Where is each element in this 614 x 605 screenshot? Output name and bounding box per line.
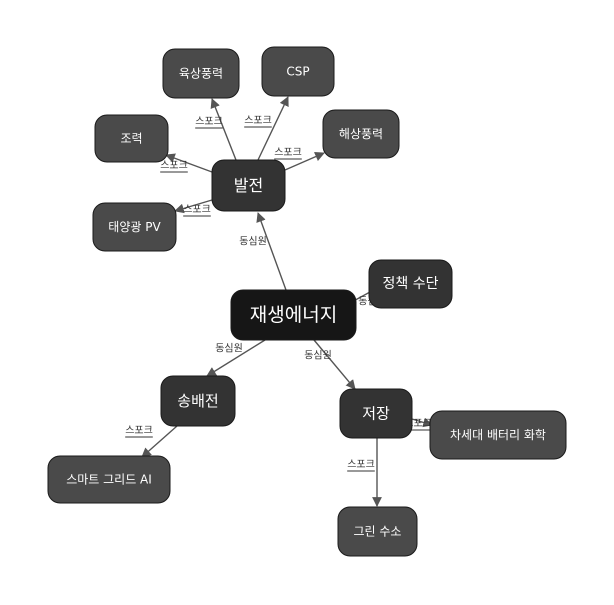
node-storage[interactable]: 저장 <box>339 388 413 439</box>
node-tidal[interactable]: 조력 <box>94 114 169 163</box>
node-onshore-label: 육상풍력 <box>179 67 223 81</box>
edge-labels: 동심원 동심원 동심원 동심원 스포크 스포크 스포크 스포크 스포크 스포크 … <box>125 115 432 471</box>
nodes: 재생에너지 발전 정책 수단 송배전 저장 육상풍력 CSP 조 <box>47 46 567 557</box>
node-offshore[interactable]: 해상풍력 <box>322 109 400 159</box>
edge-label-center-storage: 동심원 <box>304 350 332 362</box>
node-csp-label: CSP <box>286 65 309 79</box>
edges <box>141 96 433 507</box>
edge-power-csp <box>257 96 289 161</box>
node-smartgrid[interactable]: 스마트 그리드 AI <box>47 455 171 504</box>
node-power-label: 발전 <box>234 176 263 195</box>
node-center[interactable]: 재생에너지 <box>230 289 357 341</box>
edge-center-grid <box>206 339 266 377</box>
edge-label-power-csp: 스포크 <box>244 115 272 127</box>
node-grid[interactable]: 송배전 <box>160 375 236 427</box>
edge-storage-battery <box>411 417 433 428</box>
edge-power-offshore <box>284 152 325 171</box>
edge-grid-smartgrid <box>141 425 178 458</box>
edge-label-power-offshore: 스포크 <box>274 147 302 159</box>
edge-center-storage <box>313 339 356 390</box>
edge-label-power-onshore: 스포크 <box>195 116 223 128</box>
node-smartgrid-label: 스마트 그리드 AI <box>66 473 152 487</box>
edge-label-power-solar: 스포크 <box>183 204 211 216</box>
node-solar-label: 태양광 PV <box>108 220 161 234</box>
edge-label-storage-hydrogen: 스포크 <box>347 459 375 471</box>
node-solar[interactable]: 태양광 PV <box>92 202 177 252</box>
edge-center-power <box>256 212 287 291</box>
node-onshore[interactable]: 육상풍력 <box>162 48 240 99</box>
node-tidal-label: 조력 <box>120 132 142 146</box>
node-center-label: 재생에너지 <box>250 304 337 326</box>
edge-label-power-tidal: 스포크 <box>160 160 188 172</box>
node-policy-label: 정책 수단 <box>383 276 439 292</box>
node-hydrogen[interactable]: 그린 수소 <box>337 506 418 557</box>
node-power[interactable]: 발전 <box>211 159 286 212</box>
node-battery[interactable]: 차세대 배터리 화학 <box>429 410 567 460</box>
edge-power-solar <box>174 199 213 214</box>
node-policy[interactable]: 정책 수단 <box>368 259 453 309</box>
edge-power-tidal <box>165 153 213 173</box>
edge-label-center-grid: 동심원 <box>215 343 243 355</box>
edge-label-grid-smartgrid: 스포크 <box>125 425 153 437</box>
node-csp[interactable]: CSP <box>261 46 335 97</box>
node-grid-label: 송배전 <box>177 392 218 410</box>
node-battery-label: 차세대 배터리 화학 <box>450 428 546 442</box>
edge-label-center-power: 동심원 <box>239 236 267 248</box>
node-hydrogen-label: 그린 수소 <box>354 525 402 539</box>
edge-power-onshore <box>210 98 237 161</box>
node-storage-label: 저장 <box>362 405 390 423</box>
node-offshore-label: 해상풍력 <box>339 127 383 141</box>
